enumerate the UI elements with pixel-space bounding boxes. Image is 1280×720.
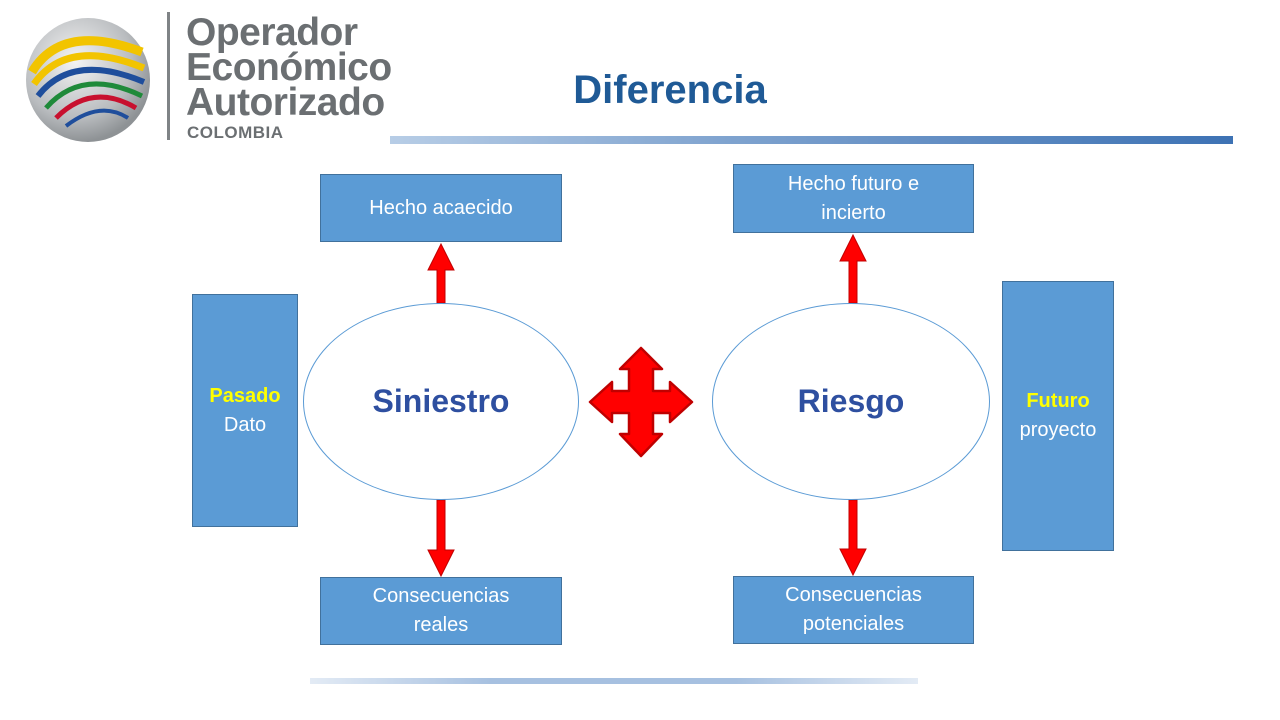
arrow-up-left (427, 242, 455, 304)
arrow-down-left (427, 499, 455, 578)
box-hecho-acaecido: Hecho acaecido (320, 174, 562, 242)
box-consecuencias-reales: Consecuencias reales (320, 577, 562, 645)
siniestro-label: Siniestro (372, 383, 510, 419)
logo-text-autorizado: Autorizado (186, 81, 385, 124)
four-way-arrow-icon (588, 346, 694, 458)
box-futuro: Futuro proyecto (1002, 281, 1114, 551)
logo-text-economico: Económico (186, 46, 392, 89)
proyecto-label: proyecto (1019, 419, 1097, 441)
bottom-rule (310, 678, 918, 684)
box-hecho-futuro: Hecho futuro e incierto (733, 164, 974, 233)
slide-title: Diferencia (573, 68, 767, 112)
dato-label: Dato (223, 413, 267, 436)
riesgo-label: Riesgo (797, 383, 905, 419)
ellipse-riesgo: Riesgo (712, 303, 990, 500)
oea-emblem-icon (26, 18, 150, 142)
ellipse-siniestro: Siniestro (303, 303, 579, 500)
box-consecuencias-potenciales: Consecuencias potenciales (733, 576, 974, 644)
logo-divider (167, 12, 170, 140)
box-pasado: Pasado Dato (192, 294, 298, 527)
logo-text-country: COLOMBIA (187, 123, 284, 142)
arrow-down-right (839, 499, 867, 577)
pasado-label: Pasado (209, 384, 281, 407)
arrow-up-right (839, 233, 867, 304)
title-underline (390, 136, 1233, 144)
logo-text-operador: Operador (186, 11, 358, 54)
futuro-label: Futuro (1026, 390, 1090, 412)
